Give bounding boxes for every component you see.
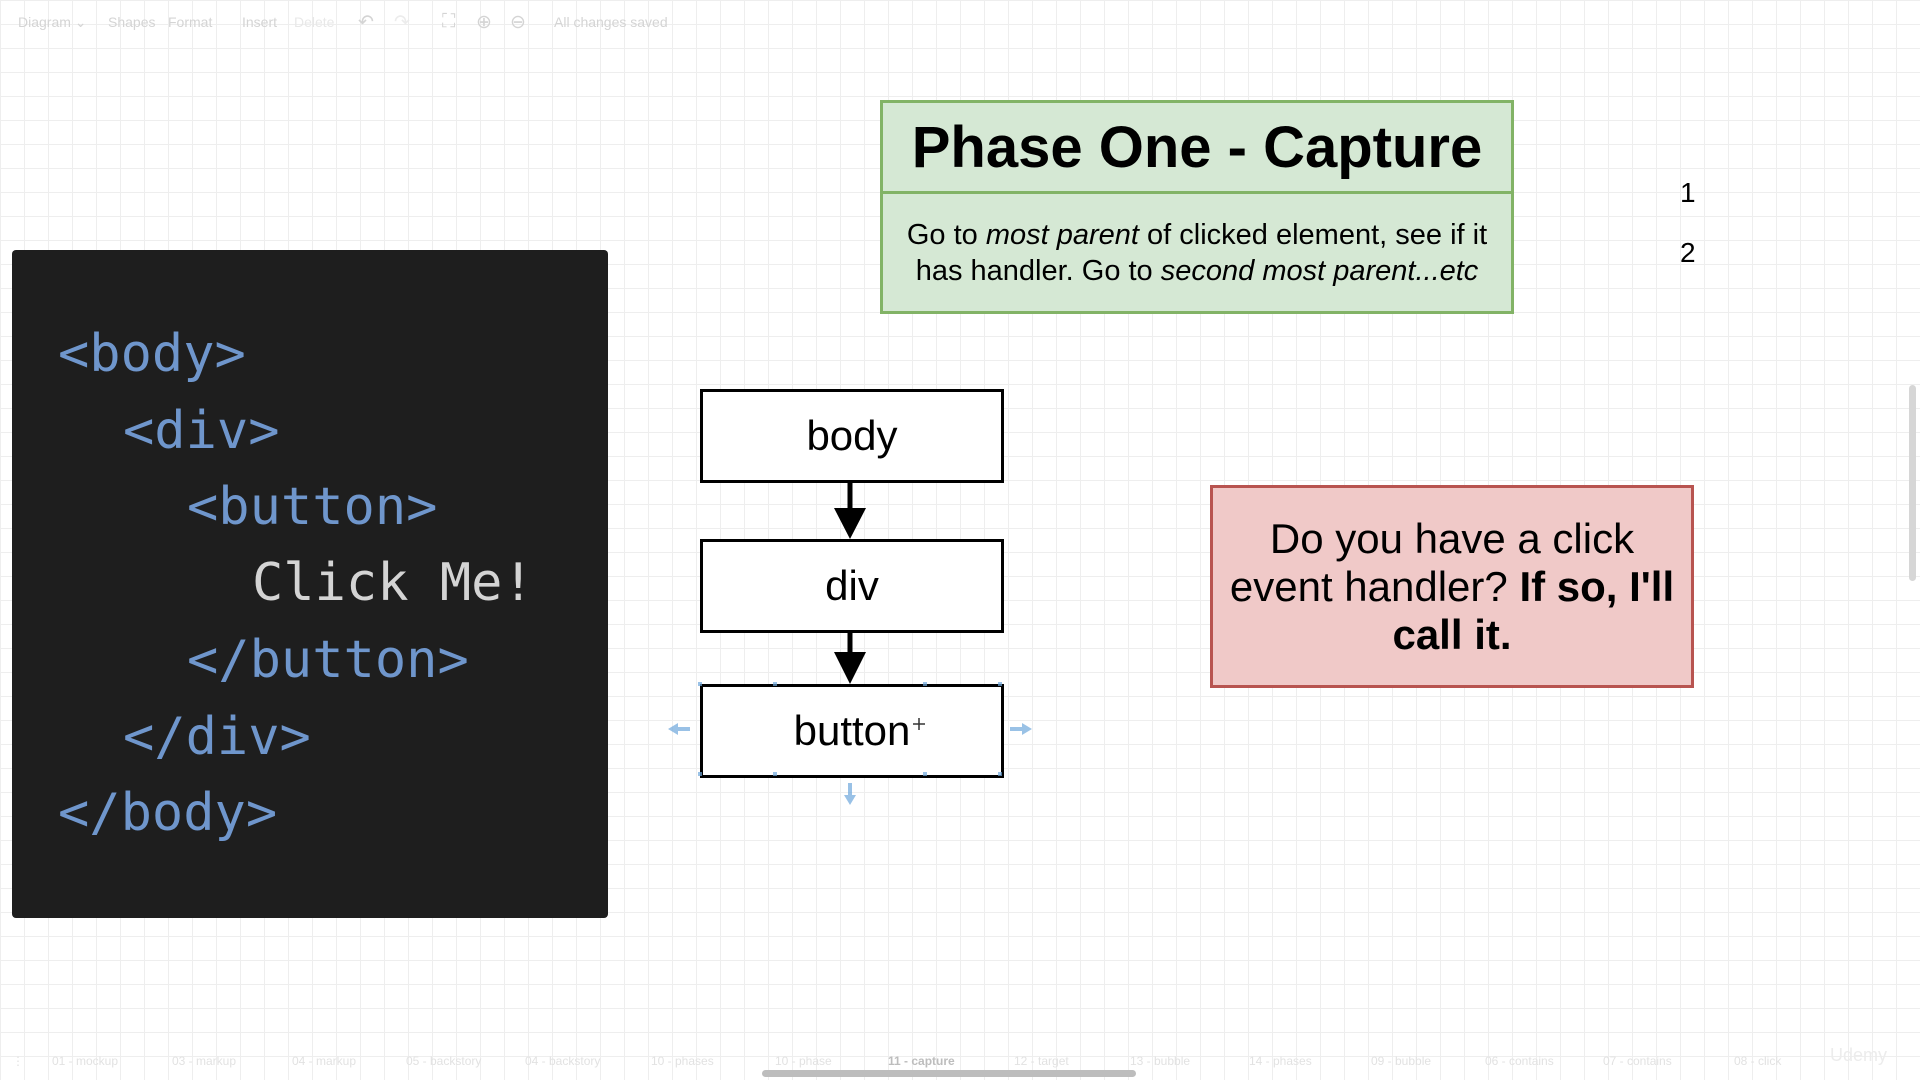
page-tab[interactable]: 04 - backstory <box>525 1054 601 1068</box>
phase-emphasis: most parent <box>985 218 1139 251</box>
code-line-body-close: </body> <box>58 783 278 843</box>
page-tab[interactable]: 09 - bubble <box>1371 1054 1432 1068</box>
phase-text: has handler. Go to <box>915 254 1161 287</box>
node-button-label: button <box>793 707 911 754</box>
diagram-menu-label: Diagram <box>18 14 71 30</box>
phase-emphasis: second most parent...etc <box>1160 254 1479 287</box>
resize-handle[interactable] <box>923 682 927 686</box>
code-line-text: Click Me! <box>252 553 534 613</box>
page-menu-icon[interactable]: ⋮ <box>12 1054 24 1068</box>
page-tab[interactable]: 12 - target <box>1014 1054 1069 1068</box>
udemy-watermark: Udemy <box>1830 1045 1888 1065</box>
page-tabs: ⋮ 01 - mockup 03 - markup 04 - markup 05… <box>0 1050 1920 1072</box>
phase-text: of clicked element, see if it <box>1138 218 1488 251</box>
question-bold: If so, I'll call it. <box>1392 562 1675 658</box>
format-button[interactable]: Format <box>168 14 213 30</box>
selection-handles[interactable] <box>668 682 1032 805</box>
page-tab[interactable]: 07 - contains <box>1603 1054 1672 1068</box>
undo-icon[interactable]: ↶ <box>358 12 374 33</box>
horizontal-scrollbar[interactable] <box>762 1070 1136 1077</box>
save-status: All changes saved <box>554 14 668 30</box>
diagram-menu[interactable]: Diagram ⌄ <box>18 14 87 31</box>
resize-handle[interactable] <box>698 682 702 686</box>
question-text: Do you have a click event handler? If so… <box>1213 515 1691 659</box>
arrow-left-handle-icon[interactable] <box>668 723 690 735</box>
phase-title: Phase One - Capture <box>883 103 1511 194</box>
delete-button[interactable]: Delete <box>294 14 335 30</box>
zoom-in-icon[interactable]: ⊕ <box>476 12 492 33</box>
arrow-right-handle-icon[interactable] <box>1010 723 1032 735</box>
code-line-button-close: </button> <box>187 630 469 690</box>
node-body[interactable]: body <box>700 389 1004 483</box>
question-normal: Do you have a click event handler? <box>1229 514 1635 610</box>
phase-description: Go to most parent of clicked element, se… <box>883 194 1511 311</box>
resize-handle[interactable] <box>923 772 927 776</box>
vertical-scrollbar[interactable] <box>1909 385 1916 581</box>
resize-handle[interactable] <box>773 682 777 686</box>
code-line-div-open: <div> <box>123 401 280 461</box>
shapes-button[interactable]: Shapes <box>108 14 156 30</box>
page-tab[interactable]: 06 - contains <box>1485 1054 1554 1068</box>
arrow-body-to-div[interactable] <box>834 481 866 539</box>
page-tab[interactable]: 10 - phase <box>775 1054 832 1068</box>
resize-handle[interactable] <box>773 772 777 776</box>
phase-box[interactable]: Phase One - Capture Go to most parent of… <box>880 100 1514 314</box>
code-panel <box>12 250 608 918</box>
page-tab[interactable]: 08 - click <box>1734 1054 1782 1068</box>
resize-handle[interactable] <box>698 772 702 776</box>
resize-handle[interactable] <box>998 772 1002 776</box>
insert-button[interactable]: Insert <box>242 14 278 30</box>
page-tab[interactable]: 10 - phases <box>651 1054 714 1068</box>
arrow-down-handle-icon[interactable] <box>844 783 856 805</box>
zoom-out-icon[interactable]: ⊖ <box>510 12 526 33</box>
page-tab[interactable]: 04 - markup <box>292 1054 357 1068</box>
page-tab[interactable]: 01 - mockup <box>52 1054 119 1068</box>
toolbar: Diagram ⌄ Shapes Format Insert Delete ↶ … <box>0 0 1920 46</box>
code-line-body-open: <body> <box>58 324 246 384</box>
chevron-down-icon: ⌄ <box>74 14 87 30</box>
code-line-div-close: </div> <box>123 707 311 767</box>
phase-description-line-2: has handler. Go to second most parent...… <box>916 253 1479 289</box>
step-number-1: 1 <box>1680 177 1696 208</box>
step-number-2: 2 <box>1680 237 1696 268</box>
page-tab[interactable]: 14 - phases <box>1249 1054 1312 1068</box>
page-tab[interactable]: 05 - backstory <box>406 1054 482 1068</box>
page-tab[interactable]: 13 - bubble <box>1130 1054 1191 1068</box>
resize-handle[interactable] <box>998 682 1002 686</box>
arrow-div-to-button[interactable] <box>834 631 866 684</box>
redo-icon[interactable]: ↷ <box>394 12 410 33</box>
node-button[interactable]: button <box>700 684 1004 778</box>
move-cursor-icon <box>913 718 925 730</box>
page-tab-active[interactable]: 11 - capture <box>888 1054 955 1068</box>
code-line-button-open: <button> <box>187 477 438 537</box>
phase-text: Go to <box>906 218 986 251</box>
page-tab[interactable]: 03 - markup <box>172 1054 237 1068</box>
phase-description-line-1: Go to most parent of clicked element, se… <box>907 217 1487 253</box>
question-box[interactable]: Do you have a click event handler? If so… <box>1210 485 1694 688</box>
fullscreen-icon[interactable]: ⛶ <box>442 11 456 32</box>
